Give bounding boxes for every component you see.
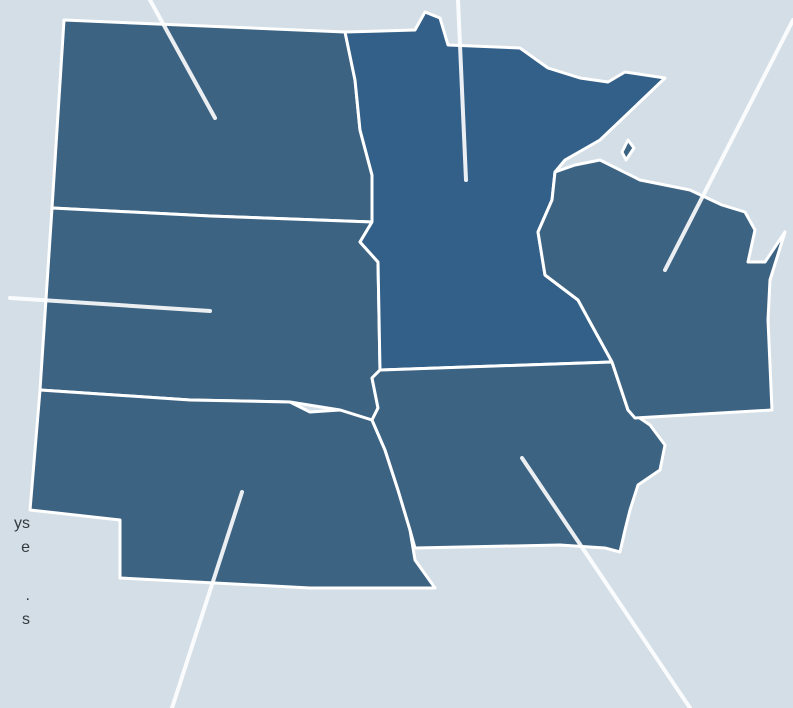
leader-line-north-dakota: [148, 0, 217, 120]
leader-line-nebraska: [170, 490, 244, 708]
side-caption-line: e: [21, 539, 30, 556]
leader-line-minnesota: [456, 0, 468, 182]
side-caption-line: ys: [14, 515, 30, 532]
side-caption-line: s: [22, 611, 30, 628]
island-shape: [620, 138, 636, 162]
leader-line-iowa: [520, 456, 692, 708]
state-south-dakota[interactable]: [38, 206, 382, 422]
side-caption-line: [0, 560, 30, 584]
leader-line-south-dakota: [8, 296, 212, 313]
side-caption-line: .: [25, 587, 30, 604]
state-wisconsin[interactable]: [536, 158, 787, 420]
side-caption-fragment: ys e . s: [0, 512, 30, 632]
state-north-dakota[interactable]: [50, 18, 374, 224]
leader-line-wisconsin: [663, 18, 793, 272]
